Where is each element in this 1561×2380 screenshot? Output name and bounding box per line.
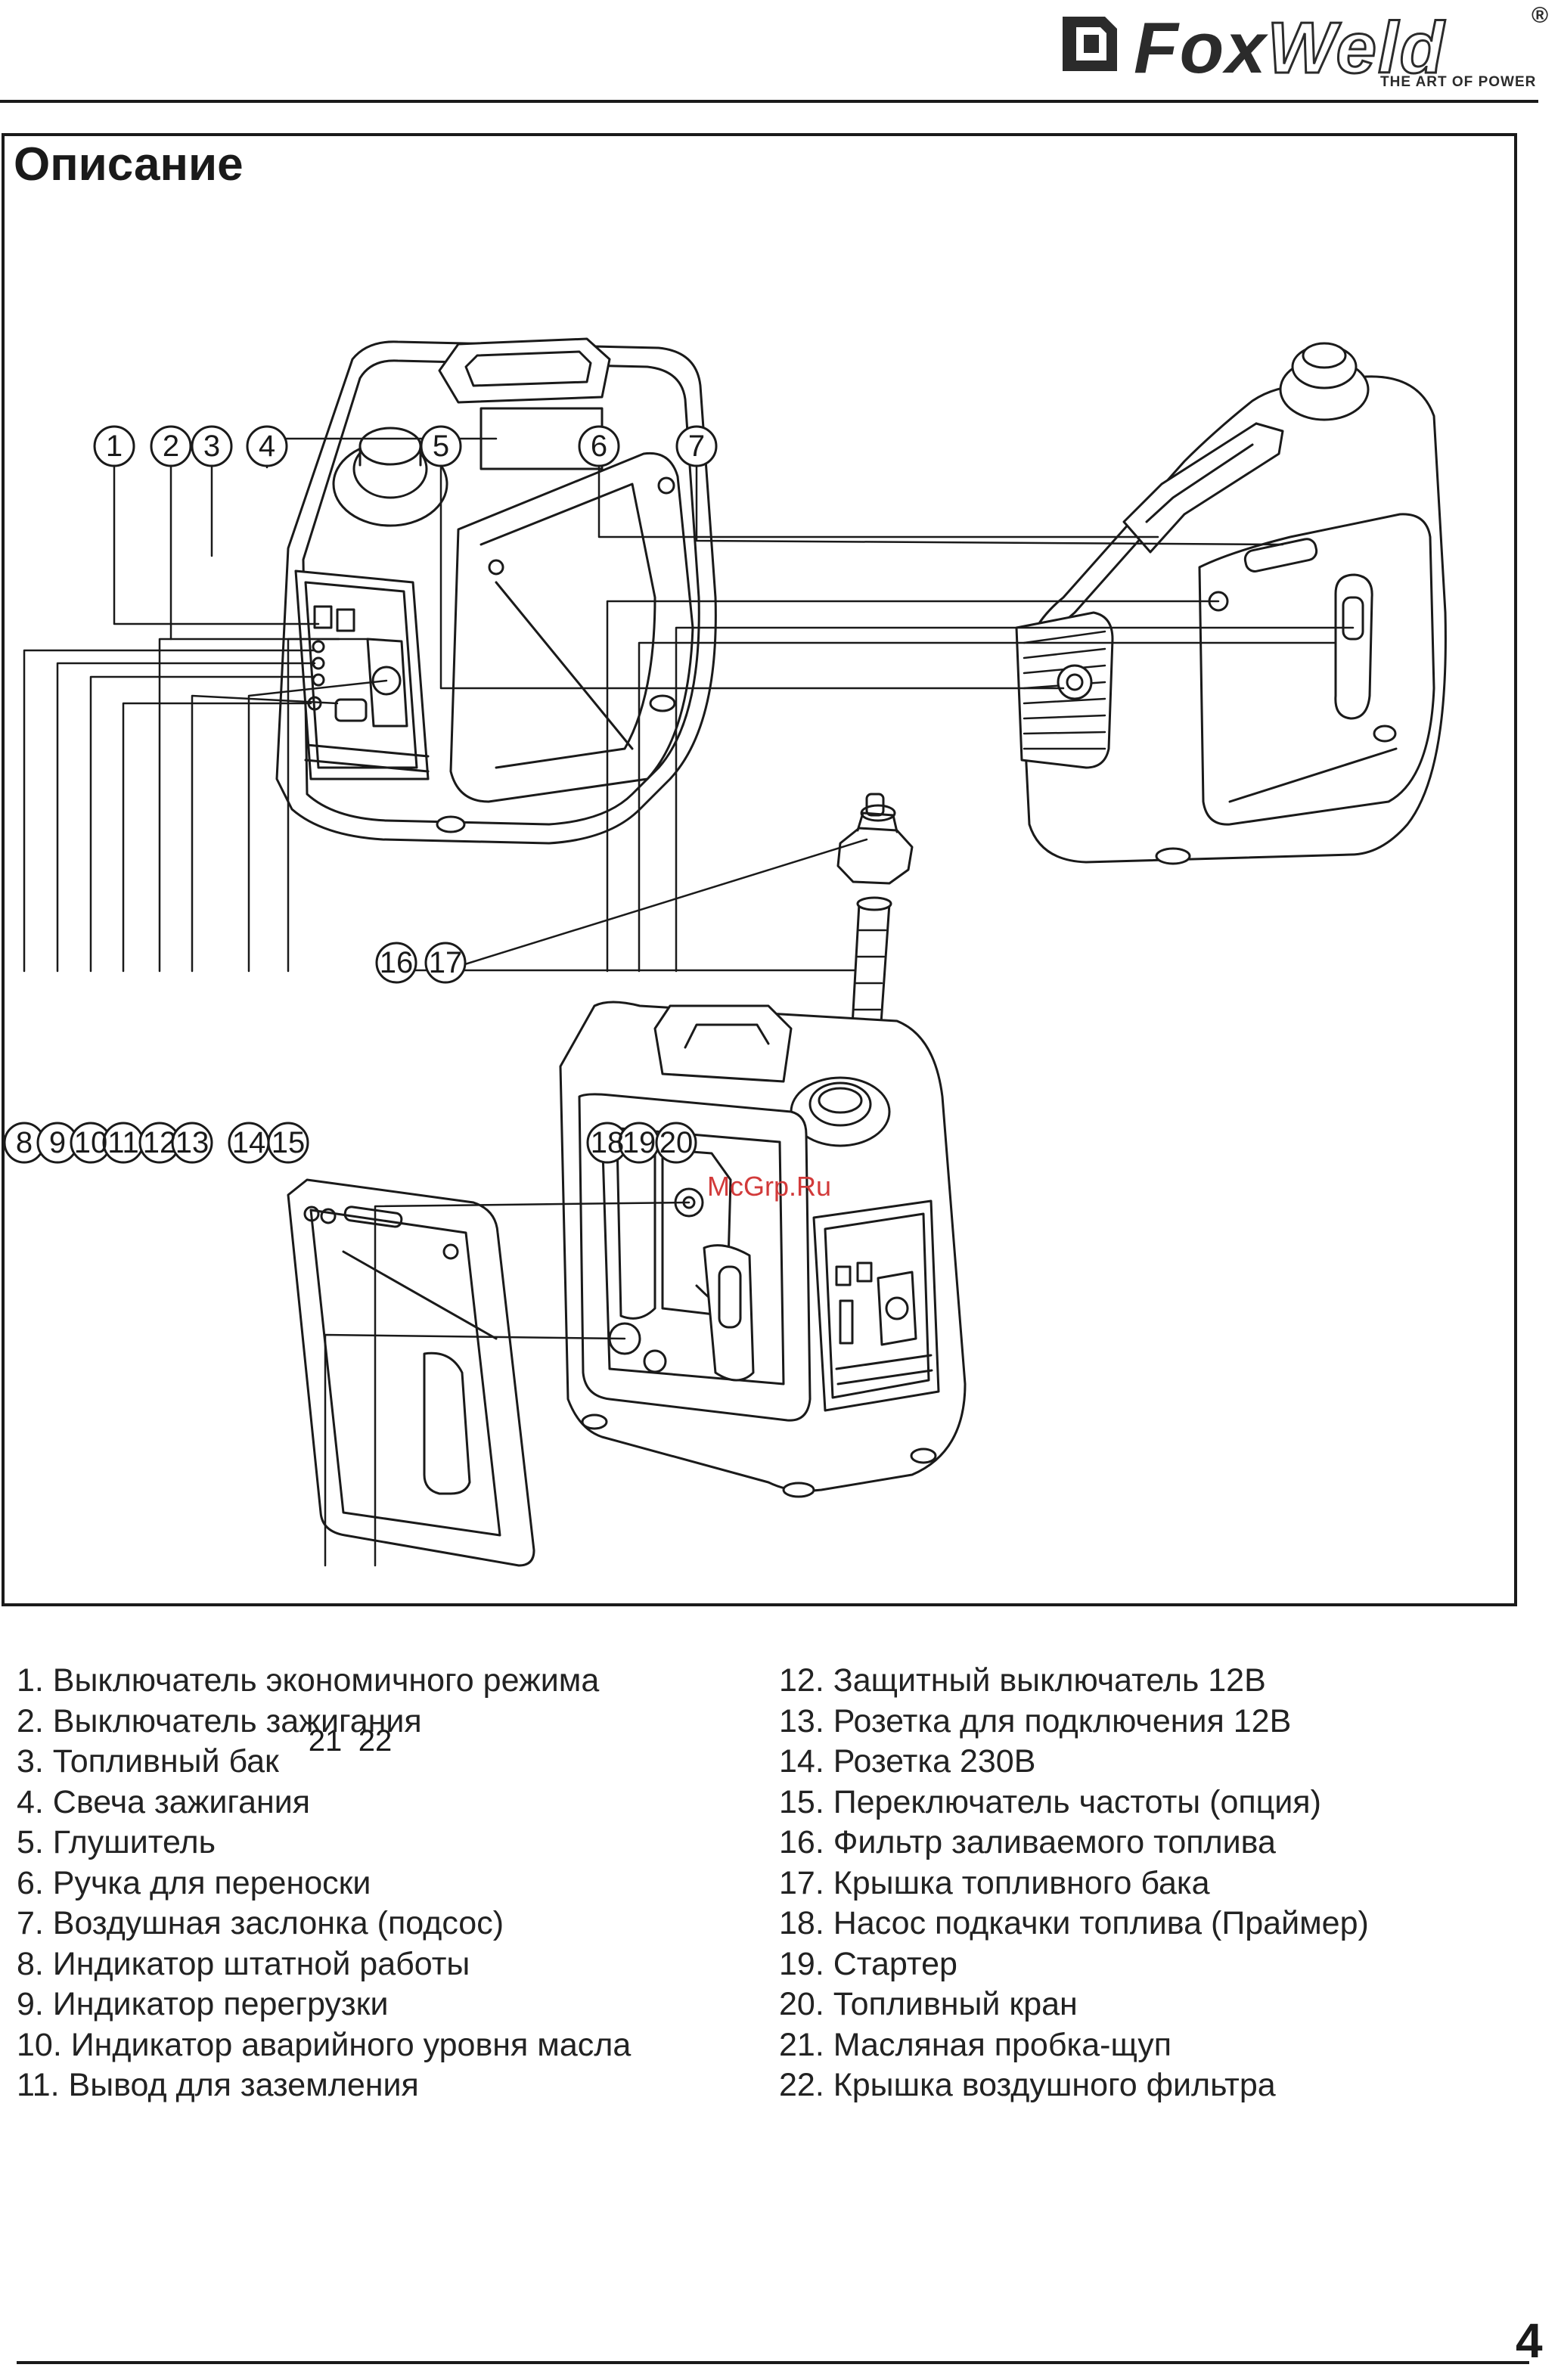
callout-circles: [5, 425, 718, 1164]
callout-number: 14: [231, 1126, 266, 1159]
callout-number: 8: [15, 1126, 33, 1159]
footer-rule: [17, 2361, 1529, 2364]
callout-number: 4: [258, 430, 276, 463]
legend-item: 17. Крышка топливного бака: [779, 1864, 1210, 1901]
callout-number: 19: [622, 1126, 656, 1159]
legend-item: 11. Вывод для заземления: [17, 2067, 419, 2103]
callout-number: 6: [590, 430, 608, 463]
header-rule: [0, 100, 1538, 103]
callout-number: 2: [162, 430, 180, 463]
callout-number: 9: [48, 1126, 67, 1159]
registered-mark: ®: [1532, 3, 1549, 28]
legend-item: 8. Индикатор штатной работы: [17, 1945, 470, 1982]
legend-item: 2. Выключатель зажигания: [17, 1702, 422, 1739]
legend-item: 15. Переключатель частоты (опция): [779, 1783, 1321, 1820]
callout-number: 11: [107, 1126, 139, 1159]
page-title: Описание: [14, 138, 244, 191]
generator-open-view: [559, 1001, 967, 1498]
legend-item: 19. Стартер: [779, 1945, 957, 1982]
generator-diagram: [5, 337, 1447, 1567]
page-number: 4: [1516, 2313, 1543, 2368]
legend-item: 16. Фильтр заливаемого топлива: [779, 1824, 1276, 1860]
legend-item: 22. Крышка воздушного фильтра: [779, 2067, 1276, 2103]
callout-number: 22: [358, 1724, 393, 1758]
callout-number: 1: [105, 430, 123, 463]
callout-number: 3: [203, 430, 221, 463]
callout-number: 17: [428, 946, 463, 979]
callout-number: 13: [175, 1126, 209, 1159]
callout-number: 16: [379, 946, 414, 979]
legend-item: 6. Ручка для переноски: [17, 1864, 371, 1901]
legend-item: 12. Защитный выключатель 12В: [779, 1662, 1266, 1699]
callout-number: 10: [73, 1126, 108, 1159]
generator-front-view: [275, 337, 717, 845]
legend-item: 21. Масляная пробка-щуп: [779, 2026, 1172, 2063]
callout-number: 7: [687, 430, 706, 463]
legend-item: 18. Насос подкачки топлива (Праймер): [779, 1905, 1369, 1941]
brand-tagline: THE ART OF POWER: [1380, 74, 1537, 90]
callout-number: 20: [659, 1126, 694, 1159]
brand-logo: FoxWeld ® THE ART OF POWER: [1063, 3, 1549, 97]
removed-side-cover: [287, 1178, 535, 1567]
legend-item: 20. Топливный кран: [779, 1986, 1078, 2022]
callout-number: 21: [308, 1724, 343, 1758]
legend-item: 14. Розетка 230В: [779, 1743, 1036, 1780]
legend-item: 13. Розетка для подключения 12В: [779, 1702, 1292, 1739]
callout-number: 5: [432, 430, 450, 463]
legend-item: 5. Глушитель: [17, 1824, 216, 1860]
legend-item: 7. Воздушная заслонка (подсос): [17, 1905, 504, 1941]
brand-name: FoxWeld: [1134, 7, 1446, 90]
legend-item: 3. Топливный бак: [17, 1743, 279, 1780]
generator-rear-view: [1015, 342, 1447, 865]
figure-frame: [2, 133, 1517, 1606]
callout-number: 15: [271, 1126, 306, 1159]
callout-number: 18: [590, 1126, 625, 1159]
callout-number: 12: [142, 1126, 177, 1159]
legend-item: 10. Индикатор аварийного уровня масла: [17, 2026, 632, 2063]
legend-item: 9. Индикатор перегрузки: [17, 1986, 389, 2022]
legend-item: 4. Свеча зажигания: [17, 1783, 311, 1820]
legend-item: 1. Выключатель экономичного режима: [17, 1662, 600, 1699]
watermark: McGrp.Ru: [707, 1171, 832, 1202]
logo-mark-icon: [1063, 17, 1117, 71]
